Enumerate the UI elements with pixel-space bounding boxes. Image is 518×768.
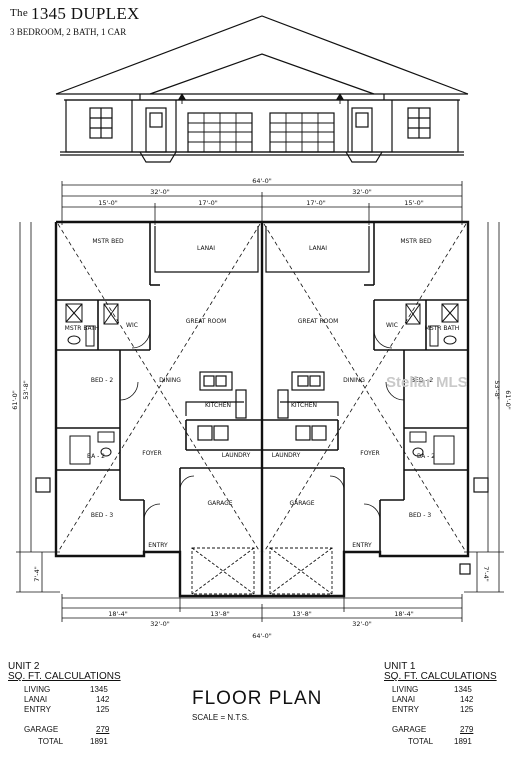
- unit2-row-total: TOTAL 1891: [38, 737, 108, 746]
- room-kitchen-left: KITCHEN: [205, 402, 231, 409]
- dim-bottom-half-right: 32'-0": [352, 620, 372, 628]
- dim-bottom-right-18: 18'-4": [394, 610, 414, 618]
- room-ba2-left: BA - 2: [87, 453, 105, 460]
- room-ba2-right: BA - 2: [417, 453, 435, 460]
- room-foyer-right: FOYER: [360, 450, 379, 457]
- dim-depth-inner-right: 53'-8": [493, 380, 501, 400]
- dim-depth-left: 61'-0": [11, 390, 19, 410]
- room-lanai-left: LANAI: [197, 245, 215, 252]
- room-lanai-right: LANAI: [309, 245, 327, 252]
- dim-bottom-left-13: 13'-8": [210, 610, 230, 618]
- room-foyer-left: FOYER: [142, 450, 161, 457]
- dim-depth-right: 61'-0": [504, 390, 512, 410]
- title-prefix: The: [10, 7, 29, 19]
- room-bed3-right: BED - 3: [409, 512, 432, 519]
- room-mstr-bath-right: MSTR BATH: [425, 325, 460, 332]
- dim-bottom-right-13: 13'-8": [292, 610, 312, 618]
- unit2-label: UNIT 2: [8, 661, 40, 672]
- room-garage-left: GARAGE: [207, 500, 232, 507]
- unit1-heading: SQ. FT. CALCULATIONS: [384, 671, 497, 682]
- dim-depth-inner-left: 53'-8": [22, 380, 30, 400]
- floor-plan-drawing: 64'-0" 32'-0" 32'-0" 15'-0" 17'-0" 17'-0…: [11, 177, 512, 640]
- room-mstr-bed-right: MSTR BED: [400, 238, 432, 245]
- dim-step-left: 7'-4": [33, 566, 41, 581]
- room-mstr-bed-left: MSTR BED: [92, 238, 124, 245]
- dim-bottom-left-18: 18'-4": [108, 610, 128, 618]
- unit2-row-entry: ENTRY 125: [24, 705, 110, 714]
- dim-right-15: 15'-0": [404, 199, 424, 207]
- room-wic-left: WIC: [126, 322, 138, 329]
- room-garage-right: GARAGE: [289, 500, 314, 507]
- room-entry-left: ENTRY: [148, 542, 168, 549]
- room-wic-right: WIC: [386, 322, 398, 329]
- dim-half-right: 32'-0": [352, 188, 372, 196]
- room-mstr-bath-left: MSTR BATH: [65, 325, 100, 332]
- dim-overall: 64'-0": [252, 177, 272, 185]
- room-bed2-right: BED - 2: [411, 377, 434, 384]
- floor-plan-scale: SCALE = N.T.S.: [192, 713, 250, 722]
- dim-step-right: 7'-4": [482, 566, 490, 581]
- watermark: Stellar MLS: [386, 374, 468, 391]
- dim-bottom-overall: 64'-0": [252, 632, 272, 640]
- room-great-room-right: GREAT ROOM: [298, 318, 339, 325]
- room-bed2-left: BED - 2: [91, 377, 114, 384]
- room-dining-right: DINING: [343, 377, 365, 384]
- dim-left-17: 17'-0": [198, 199, 218, 207]
- room-kitchen-right: KITCHEN: [291, 402, 317, 409]
- unit2-heading: SQ. FT. CALCULATIONS: [8, 671, 121, 682]
- unit1-row-entry: ENTRY 125: [392, 705, 474, 714]
- room-dining-left: DINING: [159, 377, 181, 384]
- room-entry-right: ENTRY: [352, 542, 372, 549]
- unit2-row-garage: GARAGE 279: [24, 725, 110, 734]
- unit1-row-lanai: LANAI 142: [392, 695, 474, 704]
- title-text: 1345 DUPLEX: [31, 4, 140, 23]
- dim-left-15: 15'-0": [98, 199, 118, 207]
- unit2-row-lanai: LANAI 142: [24, 695, 110, 704]
- room-great-room-left: GREAT ROOM: [186, 318, 227, 325]
- floor-plan-title: FLOOR PLAN: [192, 688, 323, 709]
- unit1-row-total: TOTAL 1891: [408, 737, 472, 746]
- unit1-row-garage: GARAGE 279: [392, 725, 474, 734]
- front-elevation: [55, 15, 469, 163]
- unit2-row-living: LIVING 1345: [24, 685, 108, 694]
- unit1-label: UNIT 1: [384, 661, 416, 672]
- unit1-row-living: LIVING 1345: [392, 685, 472, 694]
- unit1-calculations: UNIT 1 SQ. FT. CALCULATIONS LIVING 1345 …: [384, 662, 514, 748]
- room-laundry-right: LAUNDRY: [272, 452, 301, 459]
- room-laundry-left: LAUNDRY: [222, 452, 251, 459]
- dim-half-left: 32'-0": [150, 188, 170, 196]
- unit2-calculations: UNIT 2 SQ. FT. CALCULATIONS LIVING 1345 …: [8, 662, 158, 748]
- plan-subtitle: 3 BEDROOM, 2 BATH, 1 CAR: [10, 27, 127, 37]
- dim-bottom-half-left: 32'-0": [150, 620, 170, 628]
- dim-right-17: 17'-0": [306, 199, 326, 207]
- room-bed3-left: BED - 3: [91, 512, 114, 519]
